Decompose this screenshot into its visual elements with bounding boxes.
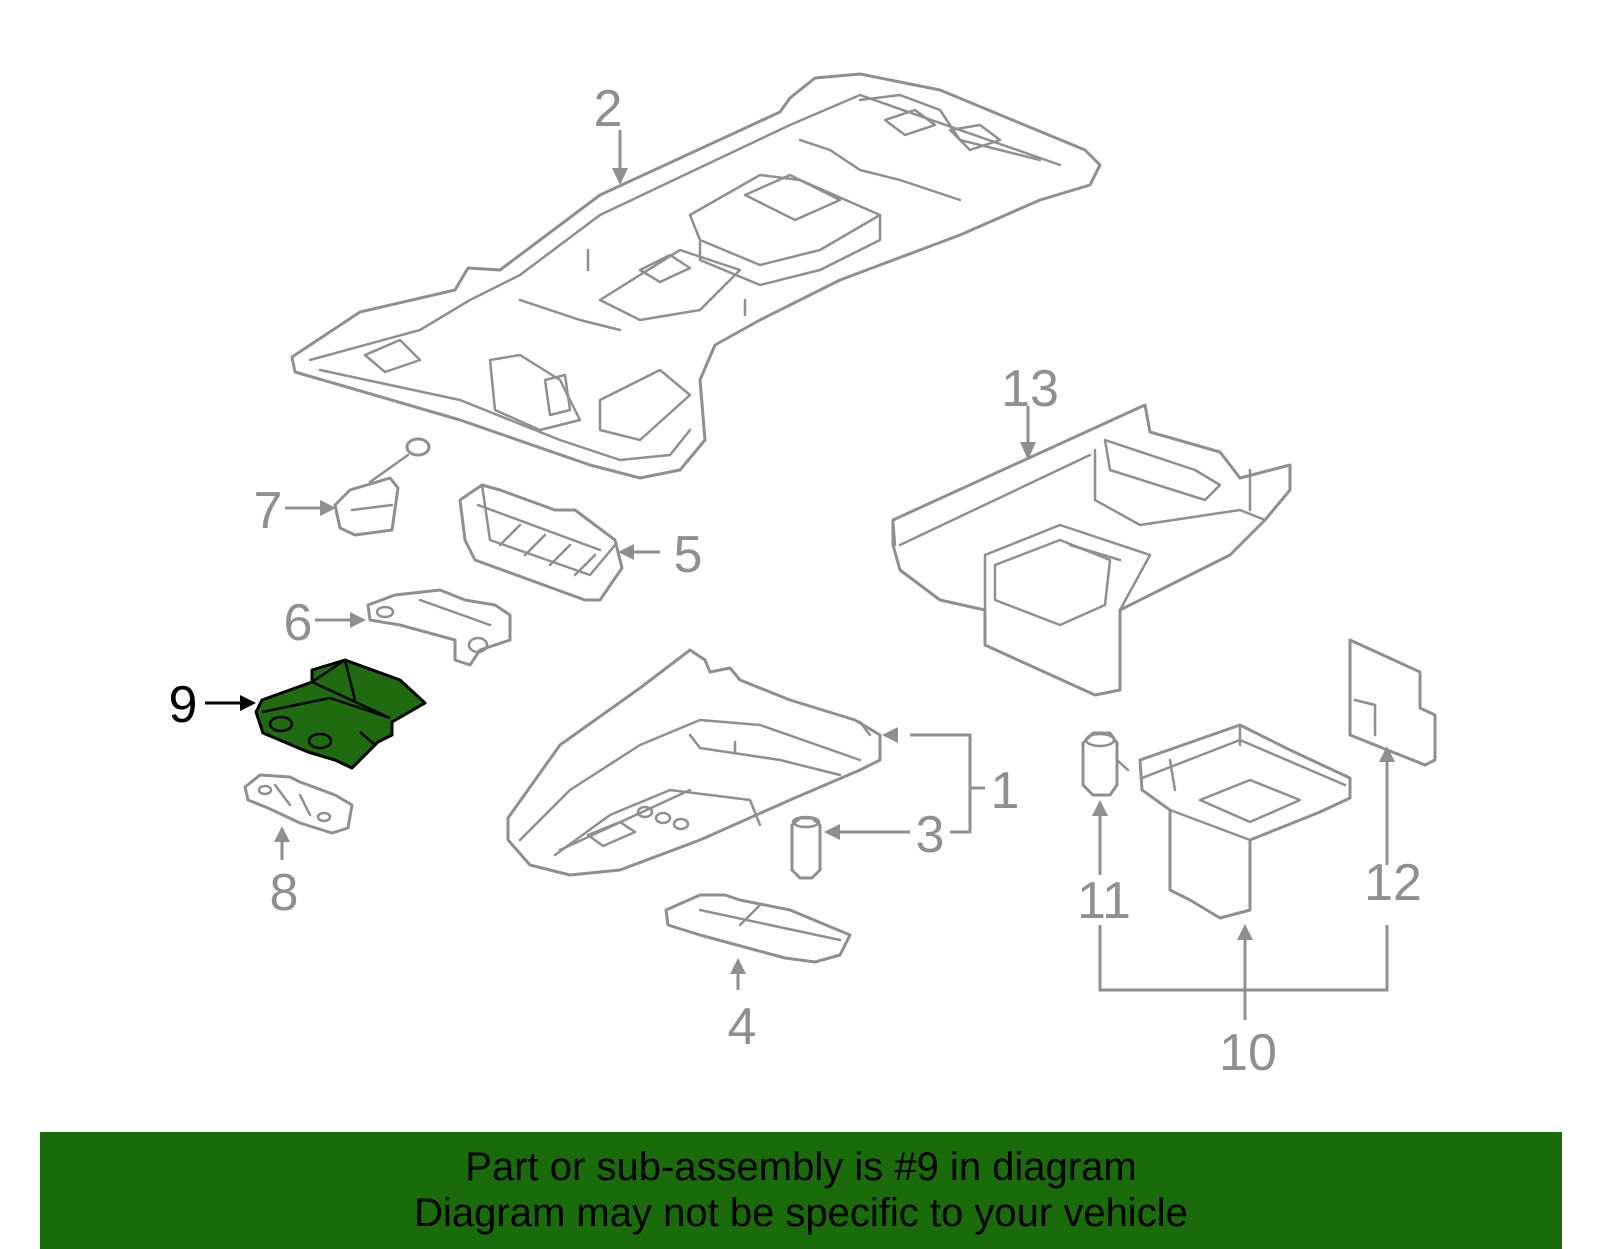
part-5-module[interactable] (458, 483, 624, 602)
callout-6: 6 (284, 594, 313, 652)
callout-2: 2 (594, 80, 623, 138)
callout-11: 11 (1077, 872, 1131, 930)
callout-1: 1 (991, 762, 1020, 820)
part-4-lens[interactable] (664, 893, 852, 964)
callout-labels: 2 13 7 5 6 9 8 1 3 4 11 12 10 (169, 80, 1422, 1082)
part-10-lamp-housing[interactable] (1138, 723, 1352, 920)
part-3-bulb[interactable] (790, 815, 822, 880)
callout-9: 9 (169, 676, 198, 734)
callout-10: 10 (1219, 1024, 1277, 1082)
callout-8: 8 (270, 864, 299, 922)
part-6-bracket[interactable] (366, 588, 512, 667)
notice-banner: Part or sub-assembly is #9 in diagram Di… (40, 1132, 1562, 1249)
callout-4: 4 (728, 998, 757, 1056)
part-12-lens[interactable] (1348, 638, 1437, 767)
callout-3: 3 (916, 806, 945, 864)
callout-7: 7 (254, 482, 283, 540)
part-13-overhead-console[interactable] (891, 403, 1292, 697)
part-2-headliner[interactable] (290, 72, 1102, 480)
callout-13: 13 (1001, 360, 1059, 418)
part-9-highlighted-bracket[interactable] (254, 658, 427, 770)
callout-5: 5 (674, 526, 703, 584)
part-8-plate[interactable] (243, 773, 354, 835)
leader-lines (205, 130, 1395, 1020)
part-11-bulb[interactable] (1081, 731, 1130, 797)
part-7-lamp[interactable] (333, 437, 431, 537)
banner-line-2: Diagram may not be specific to your vehi… (414, 1191, 1188, 1235)
part-1-overhead-console[interactable] (506, 648, 882, 877)
callout-12: 12 (1364, 854, 1422, 912)
banner-line-1: Part or sub-assembly is #9 in diagram (465, 1145, 1137, 1189)
